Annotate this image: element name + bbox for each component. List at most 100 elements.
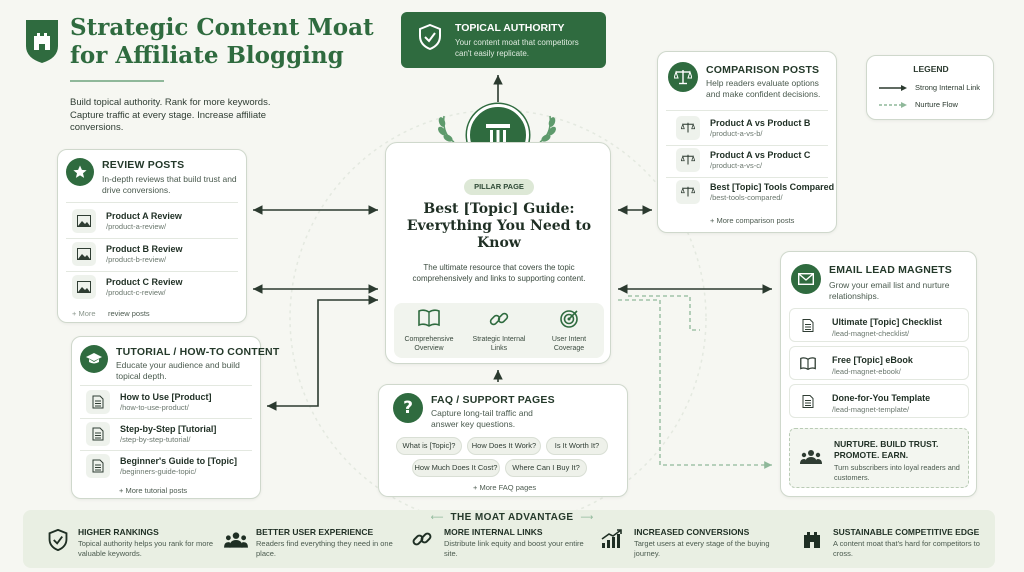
row-title: Product B Review <box>106 244 183 254</box>
pillar-title: Best [Topic] Guide: Everything You Need … <box>406 201 592 251</box>
row-title: Step-by-Step [Tutorial] <box>120 424 217 434</box>
title-underline <box>70 80 164 82</box>
faq-chip[interactable]: How Much Does It Cost? <box>412 459 500 477</box>
list-item[interactable]: Product C Review/product-c-review/ <box>72 275 183 299</box>
email-desc: Grow your email list and nurture relatio… <box>829 280 950 301</box>
review-desc: In-depth reviews that build trust and dr… <box>102 174 237 195</box>
legend-nurture-label: Nurture Flow <box>915 100 958 109</box>
advantage-item-desc: A content moat that's hard for competito… <box>833 539 980 558</box>
envelope-icon <box>791 264 821 294</box>
comparison-divider <box>666 177 828 178</box>
faq-chip[interactable]: Where Can I Buy It? <box>505 459 587 477</box>
nurture-box: NURTURE. BUILD TRUST. PROMOTE. EARN. Tur… <box>789 428 969 488</box>
advantage-item-title: HIGHER RANKINGS <box>78 527 159 537</box>
row-title: Beginner's Guide to [Topic] <box>120 456 237 466</box>
review-divider <box>66 238 238 239</box>
nurture-desc: Turn subscribers into loyal readers and … <box>834 463 960 482</box>
image-icon <box>72 242 96 266</box>
email-card: EMAIL LEAD MAGNETS Grow your email list … <box>780 251 977 497</box>
page-title-line2: for Affiliate Blogging <box>70 42 344 69</box>
advantage-item-title: BETTER USER EXPERIENCE <box>256 527 374 537</box>
target-icon <box>560 310 578 328</box>
row-url: /step-by-step-tutorial/ <box>120 435 191 444</box>
faq-chip[interactable]: Is It Worth It? <box>546 437 608 455</box>
advantage-item-title: INCREASED CONVERSIONS <box>634 527 750 537</box>
tutorial-desc: Educate your audience and build topical … <box>116 360 240 381</box>
advantage-title-row: ⟵ THE MOAT ADVANTAGE ⟶ <box>0 507 1024 525</box>
comparison-card: COMPARISON POSTS Help readers evaluate o… <box>657 51 837 233</box>
row-url: /lead-magnet-checklist/ <box>832 329 910 338</box>
link-icon <box>489 312 509 326</box>
topical-authority-box: TOPICAL AUTHORITY Your content moat that… <box>401 12 606 68</box>
row-url: /product-c-review/ <box>106 288 166 297</box>
row-title: Ultimate [Topic] Checklist <box>832 317 942 327</box>
advantage-banner <box>23 510 995 568</box>
row-title: Product A vs Product C <box>710 150 811 160</box>
advantage-item-title: MORE INTERNAL LINKS <box>444 527 543 537</box>
comparison-title: COMPARISON POSTS <box>706 64 820 76</box>
tutorial-divider <box>80 450 252 451</box>
shield-check-icon <box>48 529 68 551</box>
feature-links-label: Strategic Internal Links <box>472 336 526 352</box>
list-item[interactable]: Beginner's Guide to [Topic]/beginners-gu… <box>86 454 237 478</box>
feature-intent-label: User Intent Coverage <box>551 336 587 352</box>
review-more-right[interactable]: review posts <box>108 309 150 318</box>
row-title: Product C Review <box>106 277 183 287</box>
row-url: /product-a-vs-b/ <box>710 129 763 138</box>
topical-authority-title: TOPICAL AUTHORITY <box>455 22 565 34</box>
lead-magnet-item[interactable]: Free [Topic] eBook /lead-magnet-ebook/ <box>789 346 969 380</box>
row-url: /product-b-review/ <box>106 255 167 264</box>
link-icon <box>412 532 432 546</box>
feature-links: Strategic Internal Links <box>464 309 534 353</box>
list-item[interactable]: Product A vs Product B/product-a-vs-b/ <box>676 116 810 140</box>
row-url: /best-tools-compared/ <box>710 193 783 202</box>
advantage-item-desc: Distribute link equity and boost your en… <box>444 539 584 558</box>
review-more-left[interactable]: + More <box>72 309 96 318</box>
laurel-right-icon <box>536 114 558 149</box>
list-item[interactable]: How to Use [Product]/how-to-use-product/ <box>86 390 212 414</box>
list-item[interactable]: Product B Review/product-b-review/ <box>72 242 183 266</box>
logo-badge <box>24 18 60 64</box>
page-title-line1: Strategic Content Moat <box>70 14 374 41</box>
row-url: /product-a-vs-c/ <box>710 161 763 170</box>
topical-authority-desc: Your content moat that competitors can't… <box>455 38 579 58</box>
scale-icon <box>676 180 700 204</box>
pillar-badge: PILLAR PAGE <box>464 179 534 195</box>
pillar-page-card[interactable]: PILLAR PAGE Best [Topic] Guide: Everythi… <box>385 142 611 364</box>
comparison-divider <box>666 110 828 111</box>
row-url: /product-a-review/ <box>106 222 167 231</box>
advantage-title: THE MOAT ADVANTAGE <box>450 512 574 523</box>
lead-magnet-item[interactable]: Done-for-You Template /lead-magnet-templ… <box>789 384 969 418</box>
star-icon <box>66 158 94 186</box>
tutorial-more[interactable]: + More tutorial posts <box>119 486 188 495</box>
image-icon <box>72 275 96 299</box>
faq-title: FAQ / SUPPORT PAGES <box>431 394 555 406</box>
arrow-right-icon: ⟶ <box>577 512 594 522</box>
row-title: How to Use [Product] <box>120 392 212 402</box>
list-item[interactable]: Step-by-Step [Tutorial]/step-by-step-tut… <box>86 422 216 446</box>
shield-check-icon <box>419 23 441 55</box>
review-divider <box>66 271 238 272</box>
castle-icon <box>804 532 820 548</box>
row-title: Product A vs Product B <box>710 118 811 128</box>
scale-icon <box>676 148 700 172</box>
faq-chip[interactable]: How Does It Work? <box>467 437 541 455</box>
comparison-desc: Help readers evaluate options and make c… <box>706 78 821 99</box>
nurture-flow-1 <box>618 299 772 469</box>
faq-desc: Capture long-tail traffic and answer key… <box>431 408 533 429</box>
users-icon <box>800 449 822 470</box>
row-title: Free [Topic] eBook <box>832 355 913 365</box>
advantage-item-title: SUSTAINABLE COMPETITIVE EDGE <box>833 527 980 537</box>
list-item[interactable]: Product A Review/product-a-review/ <box>72 209 182 233</box>
faq-more[interactable]: + More FAQ pages <box>473 483 537 492</box>
lead-magnet-item[interactable]: Ultimate [Topic] Checklist /lead-magnet-… <box>789 308 969 342</box>
scale-icon <box>676 116 700 140</box>
list-item[interactable]: Product A vs Product C/product-a-vs-c/ <box>676 148 810 172</box>
list-item[interactable]: Best [Topic] Tools Compared/best-tools-c… <box>676 180 834 204</box>
comparison-more[interactable]: + More comparison posts <box>710 216 795 225</box>
row-url: /how-to-use-product/ <box>120 403 189 412</box>
review-title: REVIEW POSTS <box>102 159 185 171</box>
advantage-item-desc: Topical authority helps you rank for mor… <box>78 539 214 558</box>
faq-chip[interactable]: What is [Topic]? <box>396 437 462 455</box>
